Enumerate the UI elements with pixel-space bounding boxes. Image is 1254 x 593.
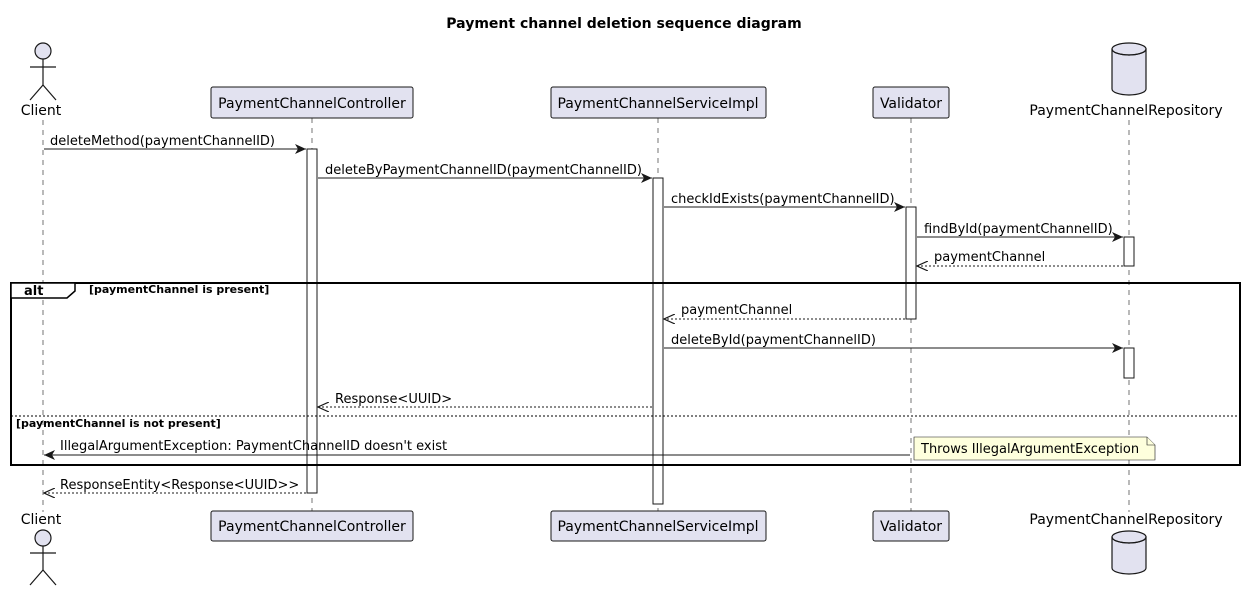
participant-controller-label-top: PaymentChannelController: [218, 96, 406, 112]
actor-client-top: [29, 42, 57, 101]
participant-service-bottom: [550, 510, 767, 542]
alt-keyword: alt: [24, 284, 43, 299]
alt-frame: [10, 282, 1241, 466]
participant-repository-label-bottom: PaymentChannelRepository: [1029, 512, 1222, 528]
participant-controller-bottom: [210, 510, 414, 542]
participant-service-label-top: PaymentChannelServiceImpl: [557, 96, 758, 112]
message-label-9: IllegalArgumentException: PaymentChannel…: [60, 439, 447, 454]
actor-client-bottom: [29, 529, 57, 586]
diagram-title: Payment channel deletion sequence diagra…: [446, 16, 801, 32]
activation-controller: [306, 148, 318, 494]
participant-repository-label-top: PaymentChannelRepository: [1029, 103, 1222, 119]
alt-guard-not-present: [paymentChannel is not present]: [16, 417, 221, 430]
participant-validator-bottom: [872, 510, 950, 542]
activation-repository-delete: [1123, 347, 1135, 379]
participant-validator-label-top: Validator: [880, 96, 942, 112]
activation-validator: [905, 206, 917, 320]
message-label-6: paymentChannel: [681, 303, 792, 318]
message-label-2: deleteByPaymentChannelID(paymentChannelI…: [325, 163, 642, 178]
message-label-3: checkIdExists(paymentChannelID): [671, 192, 895, 207]
database-icon-bottom: [1111, 530, 1147, 575]
activation-repository-find: [1123, 236, 1135, 267]
participant-service-label-bottom: PaymentChannelServiceImpl: [557, 519, 758, 535]
message-label-1: deleteMethod(paymentChannelID): [50, 134, 275, 149]
message-label-7: deleteById(paymentChannelID): [671, 333, 876, 348]
note-fold: [1146, 437, 1155, 446]
participant-client-label-top: Client: [21, 103, 62, 119]
activation-service: [652, 177, 664, 505]
participant-controller-top: [210, 86, 414, 119]
note-text: Throws IllegalArgumentException: [920, 442, 1139, 457]
message-label-5: paymentChannel: [934, 250, 1045, 265]
message-label-10: ResponseEntity<Response<UUID>>: [60, 478, 299, 493]
alt-guard-present: [paymentChannel is present]: [89, 283, 269, 296]
participant-validator-label-bottom: Validator: [880, 519, 942, 535]
alt-frame-tab: [10, 282, 76, 299]
message-label-4: findById(paymentChannelID): [924, 222, 1113, 237]
participant-controller-label-bottom: PaymentChannelController: [218, 519, 406, 535]
note-box: [913, 436, 1156, 461]
message-label-8: Response<UUID>: [335, 392, 452, 407]
database-icon-top: [1111, 42, 1147, 96]
participant-service-top: [550, 86, 767, 119]
participant-client-label-bottom: Client: [21, 512, 62, 528]
participant-validator-top: [872, 86, 950, 119]
